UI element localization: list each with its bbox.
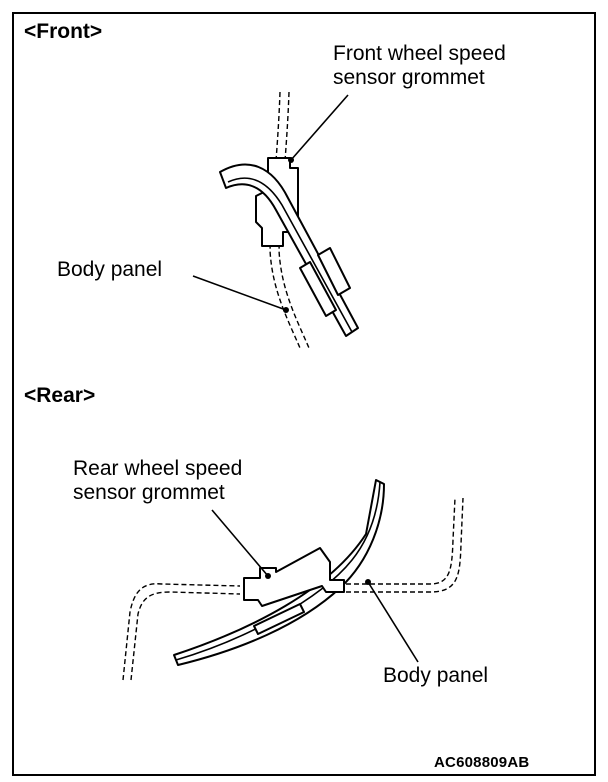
front-grommet-leader-dot xyxy=(288,157,294,163)
rear-grommet-label: Rear wheel speed sensor grommet xyxy=(73,457,243,504)
rear-heading: <Rear> xyxy=(24,384,96,407)
rear-harness-clip xyxy=(253,603,305,635)
front-body-leader-dot xyxy=(283,307,289,313)
figure-frame xyxy=(12,12,596,776)
front-assembly xyxy=(192,91,359,349)
rear-assembly xyxy=(122,479,464,681)
rear-body-panel-line xyxy=(130,497,464,681)
rear-body-leader-dot xyxy=(365,579,371,585)
front-grommet-leader xyxy=(290,94,349,161)
rear-sensor-harness xyxy=(173,479,385,666)
front-body-leader xyxy=(192,275,287,311)
rear-grommet-leader xyxy=(211,509,269,577)
figure-code: AC608809AB xyxy=(434,754,530,771)
rear-grommet xyxy=(243,547,345,607)
rear-body-leader xyxy=(367,581,419,663)
front-harness-clip xyxy=(317,247,351,296)
front-body-panel-label: Body panel xyxy=(57,258,163,281)
front-grommet-label: Front wheel speed sensor grommet xyxy=(333,42,506,89)
front-harness-clip xyxy=(299,261,337,317)
rear-body-panel-label: Body panel xyxy=(383,664,489,687)
rear-body-panel-line xyxy=(122,497,456,681)
rear-grommet-leader-dot xyxy=(265,573,271,579)
rear-harness-edge xyxy=(175,481,381,661)
front-heading: <Front> xyxy=(24,20,103,43)
front-harness-edge xyxy=(227,177,353,333)
